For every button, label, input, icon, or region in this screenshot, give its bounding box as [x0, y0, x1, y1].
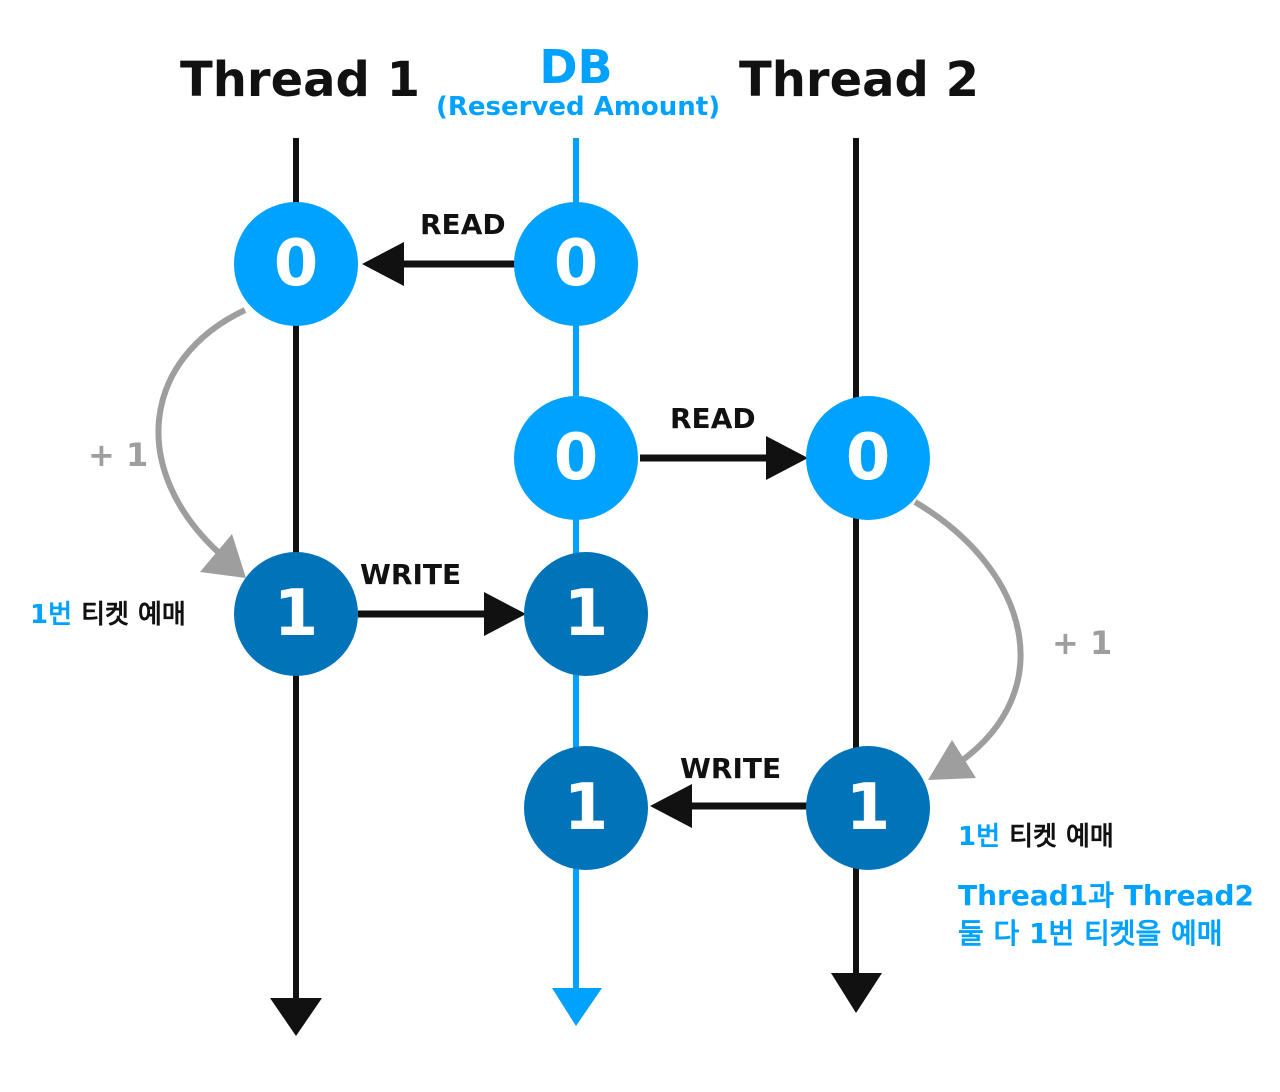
- thread1-booking-number: 1번: [30, 600, 73, 630]
- thread1-timeline-arrowhead: [270, 998, 322, 1036]
- read-label-t1: READ: [420, 208, 506, 241]
- db-header: DB: [539, 40, 613, 94]
- db-read-value-node-t1: 0: [514, 202, 638, 326]
- thread1-header: Thread 1: [180, 52, 420, 108]
- db-write-value-node-t1: 1: [524, 552, 648, 676]
- thread1-read-value-node: 0: [234, 202, 358, 326]
- thread2-booking-number: 1번: [958, 822, 1001, 852]
- thread2-write-value-node: 1: [806, 746, 930, 870]
- increment-arrow-t2-curve: [913, 499, 1024, 765]
- write-arrow-t1-head: [484, 592, 526, 636]
- thread2-booking-text: 티켓 예매: [1000, 822, 1114, 852]
- db-write-value-node-t2: 1: [524, 746, 648, 870]
- db-read-value-node-t2: 0: [514, 396, 638, 520]
- increment-arrow-t1-head: [200, 534, 246, 578]
- increment-label-t1: + 1: [88, 436, 149, 474]
- write-label-t2: WRITE: [680, 752, 782, 785]
- thread2-timeline-arrowhead: [831, 973, 882, 1013]
- increment-arrow-t2-head: [928, 740, 976, 780]
- write-arrow-t2-head: [650, 784, 692, 828]
- conclusion-line-2: 둘 다 1번 티켓을 예매: [958, 917, 1223, 950]
- thread2-header: Thread 2: [739, 52, 979, 108]
- thread2-read-value-node: 0: [806, 396, 930, 520]
- read-arrow-t2-head: [766, 436, 808, 480]
- db-subheader: (Reserved Amount): [436, 92, 721, 122]
- conclusion-line-1: Thread1과 Thread2: [958, 879, 1255, 912]
- thread1-write-value-node: 1: [234, 552, 358, 676]
- read-label-t2: READ: [670, 402, 756, 435]
- write-label-t1: WRITE: [360, 558, 462, 591]
- increment-label-t2: + 1: [1052, 624, 1113, 662]
- thread2-booking-note: 1번 티켓 예매: [958, 816, 1114, 853]
- increment-arrow-t1-curve: [155, 307, 247, 555]
- thread1-booking-text: 티켓 예매: [72, 600, 186, 630]
- read-arrow-t1-head: [362, 242, 404, 286]
- thread1-booking-note: 1번 티켓 예매: [30, 594, 186, 631]
- db-timeline-arrowhead: [552, 988, 602, 1026]
